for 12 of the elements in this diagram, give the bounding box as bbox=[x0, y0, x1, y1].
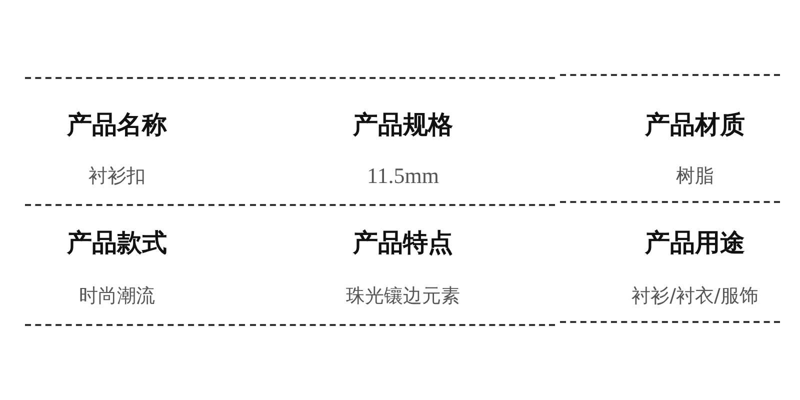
column-heading: 产品款式 bbox=[67, 227, 167, 259]
field-value: 时尚潮流 bbox=[79, 284, 155, 309]
field-value: 11.5mm bbox=[367, 163, 439, 189]
field-value: 衬衫扣 bbox=[88, 164, 146, 189]
field-value: 衬衫/衬衣/服饰 bbox=[632, 284, 758, 309]
column-heading: 产品规格 bbox=[353, 109, 453, 141]
column-heading: 产品名称 bbox=[67, 109, 167, 141]
column-heading: 产品材质 bbox=[645, 109, 745, 141]
column-heading: 产品用途 bbox=[645, 227, 745, 259]
column-heading: 产品特点 bbox=[353, 227, 453, 259]
field-value: 树脂 bbox=[676, 164, 714, 189]
field-value: 珠光镶边元素 bbox=[346, 284, 460, 309]
